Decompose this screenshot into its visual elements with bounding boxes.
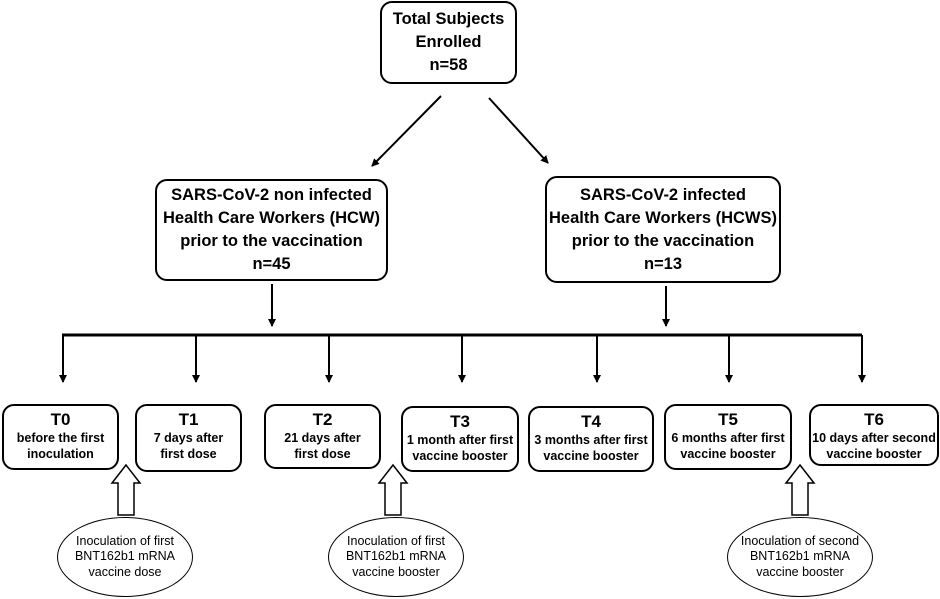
noninfected-line-2: Health Care Workers (HCW) bbox=[163, 209, 380, 227]
timepoint-t1-box: T1 7 days after first dose bbox=[135, 404, 242, 472]
timepoint-t3-desc-1: 1 month after first bbox=[406, 433, 514, 447]
timepoint-t2-desc-2: first dose bbox=[294, 447, 351, 461]
timepoint-t6-desc-1: 10 days after second bbox=[812, 431, 936, 445]
infected-line-3: prior to the vaccination bbox=[571, 231, 755, 250]
timepoint-t5-label: T5 bbox=[718, 410, 738, 429]
timepoint-t4-label: T4 bbox=[581, 412, 601, 431]
timepoint-t5-desc-1: 6 months after first bbox=[671, 431, 785, 445]
timepoint-t4-box: T4 3 months after first vaccine booster bbox=[528, 406, 654, 472]
timepoint-t5-desc-2: vaccine booster bbox=[680, 447, 776, 461]
timepoint-t0-desc-2: inoculation bbox=[27, 447, 94, 461]
timepoint-t6-label: T6 bbox=[864, 410, 884, 429]
inoculation-3-line-3: vaccine booster bbox=[756, 564, 844, 579]
inoculation-1-line-1: Inoculation of first bbox=[76, 533, 174, 548]
infected-line-1: SARS-CoV-2 infected bbox=[580, 185, 746, 204]
inoculation-arrow-3 bbox=[784, 463, 816, 516]
timepoint-t2-box: T2 21 days after first dose bbox=[264, 404, 381, 469]
inoculation-2-line-3: vaccine booster bbox=[352, 564, 440, 579]
timepoint-t3-desc-2: vaccine booster bbox=[412, 449, 508, 463]
total-line-2: Enrolled bbox=[415, 33, 482, 51]
inoculation-2-line-2: BNT162b1 mRNA bbox=[345, 549, 447, 564]
noninfected-group-box: SARS-CoV-2 non infected Health Care Work… bbox=[155, 179, 388, 281]
timepoint-t0-box: T0 before the first inoculation bbox=[2, 404, 119, 470]
timepoint-t0-desc-1: before the first bbox=[16, 431, 105, 445]
inoculation-2-line-1: Inoculation of first bbox=[347, 533, 445, 548]
infected-line-4: n=13 bbox=[643, 254, 683, 273]
infected-group-box: SARS-CoV-2 infected Health Care Workers … bbox=[545, 176, 781, 283]
timepoint-t1-label: T1 bbox=[178, 410, 199, 429]
inoculation-3-line-2: BNT162b1 mRNA bbox=[749, 549, 851, 564]
timepoint-t1-desc-2: first dose bbox=[160, 447, 217, 461]
inoculation-1-line-2: BNT162b1 mRNA bbox=[74, 549, 176, 564]
timepoint-t6-box: T6 10 days after second vaccine booster bbox=[809, 404, 939, 466]
timepoint-t3-label: T3 bbox=[450, 412, 470, 431]
arrow-total-to-noninfected bbox=[371, 95, 442, 167]
total-subjects-box: Total Subjects Enrolled n=58 bbox=[380, 1, 517, 84]
inoculation-note-second-booster: Inoculation of second BNT162b1 mRNA vacc… bbox=[727, 517, 873, 597]
inoculation-arrow-2 bbox=[377, 463, 409, 516]
timepoint-t4-desc-2: vaccine booster bbox=[543, 449, 639, 463]
noninfected-line-1: SARS-CoV-2 non infected bbox=[171, 186, 372, 204]
timepoint-t2-desc-1: 21 days after bbox=[284, 431, 361, 445]
inoculation-3-line-1: Inoculation of second bbox=[740, 533, 860, 548]
inoculation-note-first-dose: Inoculation of first BNT162b1 mRNA vacci… bbox=[57, 517, 193, 597]
noninfected-line-3: prior to the vaccination bbox=[180, 232, 363, 250]
arrow-total-to-infected bbox=[488, 97, 549, 164]
total-line-1: Total Subjects bbox=[392, 10, 505, 28]
total-line-3: n=58 bbox=[429, 56, 468, 74]
timepoint-t5-box: T5 6 months after first vaccine booster bbox=[664, 404, 792, 470]
inoculation-1-line-3: vaccine dose bbox=[88, 564, 162, 579]
timepoint-t3-box: T3 1 month after first vaccine booster bbox=[401, 406, 519, 472]
timepoint-t1-desc-1: 7 days after bbox=[153, 431, 224, 445]
timepoint-t0-label: T0 bbox=[50, 410, 71, 429]
timepoint-t6-desc-2: vaccine booster bbox=[826, 447, 922, 461]
timepoint-t4-desc-1: 3 months after first bbox=[534, 433, 648, 447]
timepoint-t2-label: T2 bbox=[312, 410, 333, 429]
infected-line-2: Health Care Workers (HCWS) bbox=[549, 208, 777, 227]
inoculation-arrow-1 bbox=[110, 463, 142, 516]
inoculation-note-first-booster: Inoculation of first BNT162b1 mRNA vacci… bbox=[328, 517, 464, 597]
noninfected-line-4: n=45 bbox=[252, 255, 291, 273]
